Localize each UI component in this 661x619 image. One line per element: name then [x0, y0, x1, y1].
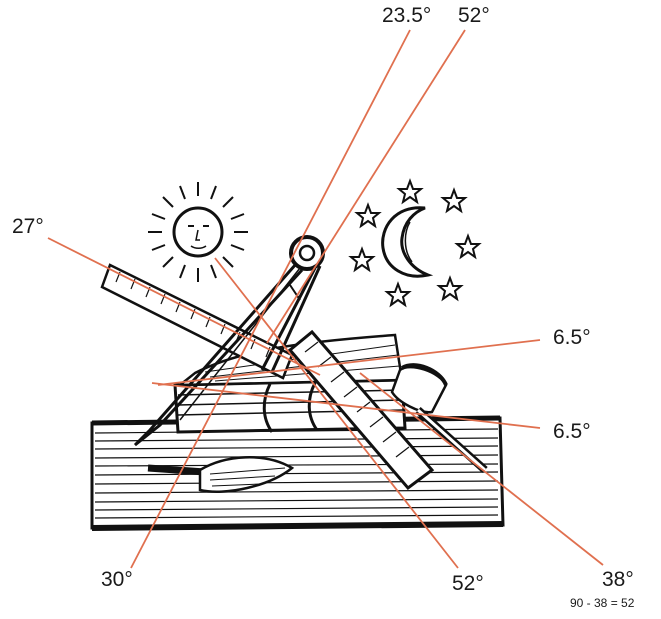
- formula-label: 90 - 38 = 52: [570, 596, 635, 610]
- line-38-deg: [359, 372, 604, 566]
- angle-label-top-left: 23.5°: [382, 4, 432, 27]
- star-icon: [384, 281, 412, 308]
- star-icon: [454, 233, 482, 260]
- moon-icon: [381, 206, 434, 278]
- angle-label-bottom-right: 38°: [602, 568, 634, 591]
- star-icon: [436, 275, 464, 302]
- angle-label-bottom-left: 30°: [101, 568, 133, 591]
- angle-label-bottom-mid: 52°: [452, 572, 484, 595]
- star-icon: [354, 202, 382, 229]
- angle-label-top-right: 52°: [458, 4, 490, 27]
- gavel: [390, 363, 488, 473]
- construction-lines: [47, 29, 604, 569]
- star-icon: [348, 246, 376, 273]
- star-icon: [440, 187, 468, 214]
- line-6-5-deg-lower: [151, 382, 541, 429]
- line-52-deg-bottom: [214, 257, 459, 569]
- stars-group: [348, 178, 482, 308]
- line-23-5-deg: [130, 29, 411, 569]
- line-6-5-deg-upper: [157, 339, 541, 386]
- sun-icon: [148, 182, 248, 282]
- angle-label-left: 27°: [12, 215, 44, 238]
- line-52-deg-top: [266, 29, 466, 344]
- woodcut-illustration: [90, 178, 505, 531]
- angle-label-right-upper: 6.5°: [553, 326, 591, 349]
- angle-label-right-lower: 6.5°: [553, 420, 591, 443]
- line-27-deg: [47, 237, 321, 376]
- star-icon: [396, 178, 424, 205]
- trowel: [147, 456, 295, 493]
